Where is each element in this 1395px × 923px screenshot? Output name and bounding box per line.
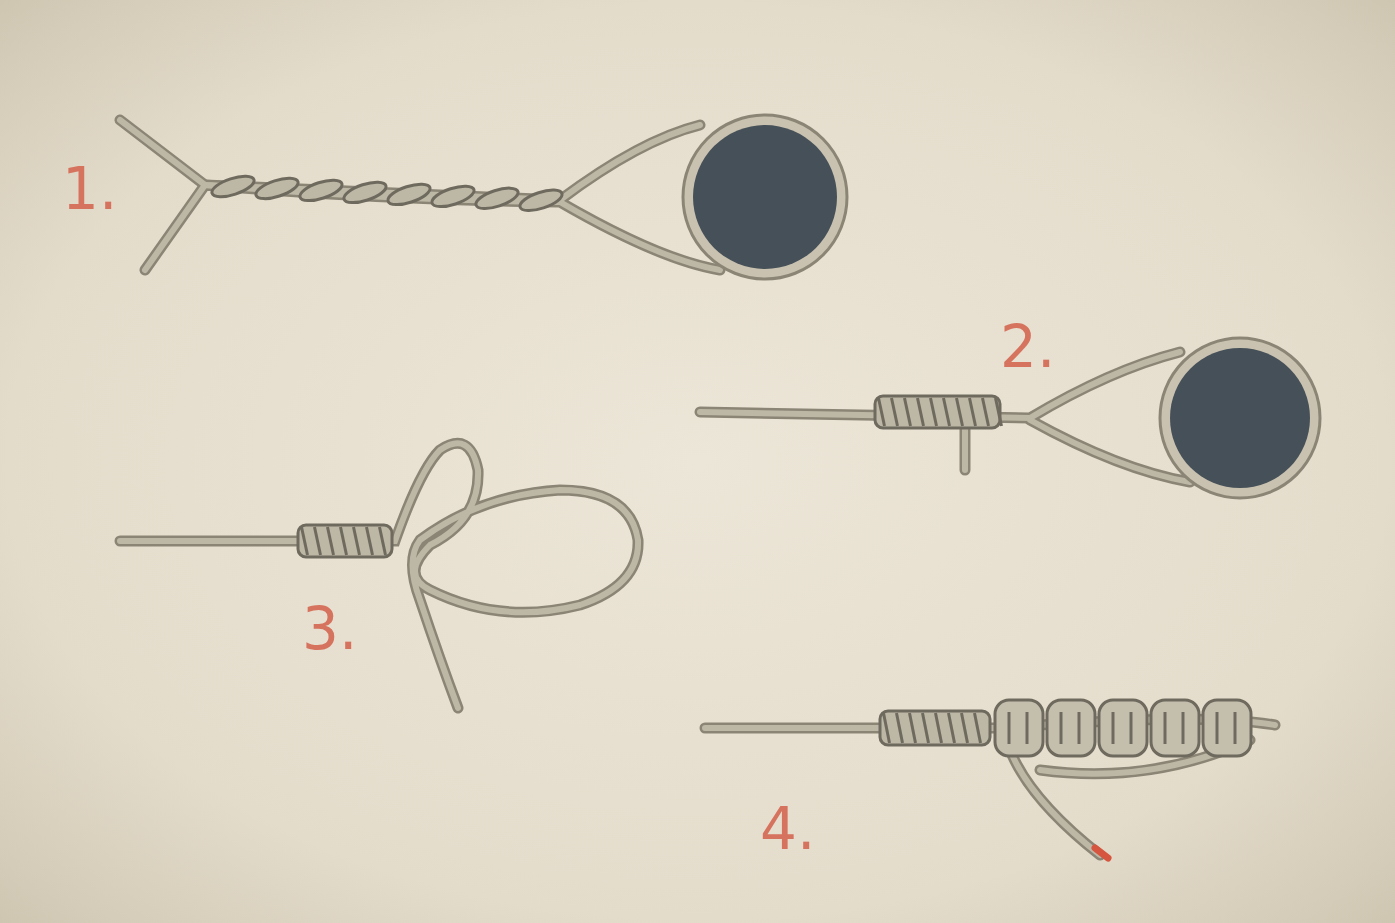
step-number: 4.: [760, 800, 815, 858]
rope-tip: [1095, 848, 1108, 858]
twist: [254, 174, 301, 203]
post: [1170, 348, 1310, 488]
wrap-turn: [302, 527, 308, 555]
wrap-turn: [962, 713, 968, 743]
rope-wraps: [210, 172, 1251, 756]
wrap-turn: [949, 713, 955, 743]
post-ring: [683, 115, 847, 279]
wrap-turn: [380, 527, 386, 555]
wrap-turn: [892, 398, 898, 426]
braid-line: [1234, 712, 1237, 744]
braid-link: [1099, 700, 1147, 756]
wrap-turn: [923, 713, 929, 743]
wrap-turn: [910, 713, 916, 743]
braid-line: [1112, 712, 1115, 744]
wrap-turn: [315, 527, 321, 555]
step-number: 3.: [302, 600, 357, 658]
wrap-turn: [983, 398, 989, 426]
braid-line: [1026, 712, 1029, 744]
wrap-turn: [931, 398, 937, 426]
wrap-turn: [996, 398, 1002, 426]
step-number: 2.: [1000, 318, 1055, 376]
wrap-turn: [879, 398, 885, 426]
twist: [342, 178, 389, 207]
braid-link: [1203, 700, 1251, 756]
twist: [430, 182, 477, 211]
post: [693, 125, 837, 269]
braid-link: [995, 700, 1043, 756]
wrap-turn: [918, 398, 924, 426]
wrap-turn: [905, 398, 911, 426]
wrap-turn: [957, 398, 963, 426]
twist: [298, 176, 345, 205]
twist: [386, 180, 433, 209]
wrap-turn: [936, 713, 942, 743]
wrap-turn: [944, 398, 950, 426]
wrap-turn: [897, 713, 903, 743]
twist: [210, 172, 257, 201]
braid-line: [1182, 712, 1185, 744]
wrap-body: [298, 525, 392, 557]
post-ring: [1160, 338, 1320, 498]
braid-line: [1078, 712, 1081, 744]
wrap-turn: [328, 527, 334, 555]
wrap-turn: [884, 713, 890, 743]
wrap-turn: [367, 527, 373, 555]
step-number: 1.: [62, 160, 117, 218]
twist: [518, 186, 565, 215]
wrap-turn: [354, 527, 360, 555]
braid-link: [1047, 700, 1095, 756]
braid-line: [1130, 712, 1133, 744]
wrap-turn: [341, 527, 347, 555]
wrap-turn: [975, 713, 981, 743]
wrap-body: [875, 396, 1000, 428]
braid-line: [1216, 712, 1219, 744]
twist: [474, 184, 521, 213]
braid-line: [1008, 712, 1011, 744]
wrap-turn: [970, 398, 976, 426]
wrap-body: [880, 711, 990, 745]
braid-line: [1164, 712, 1167, 744]
braid-link: [1151, 700, 1199, 756]
braid-line: [1060, 712, 1063, 744]
